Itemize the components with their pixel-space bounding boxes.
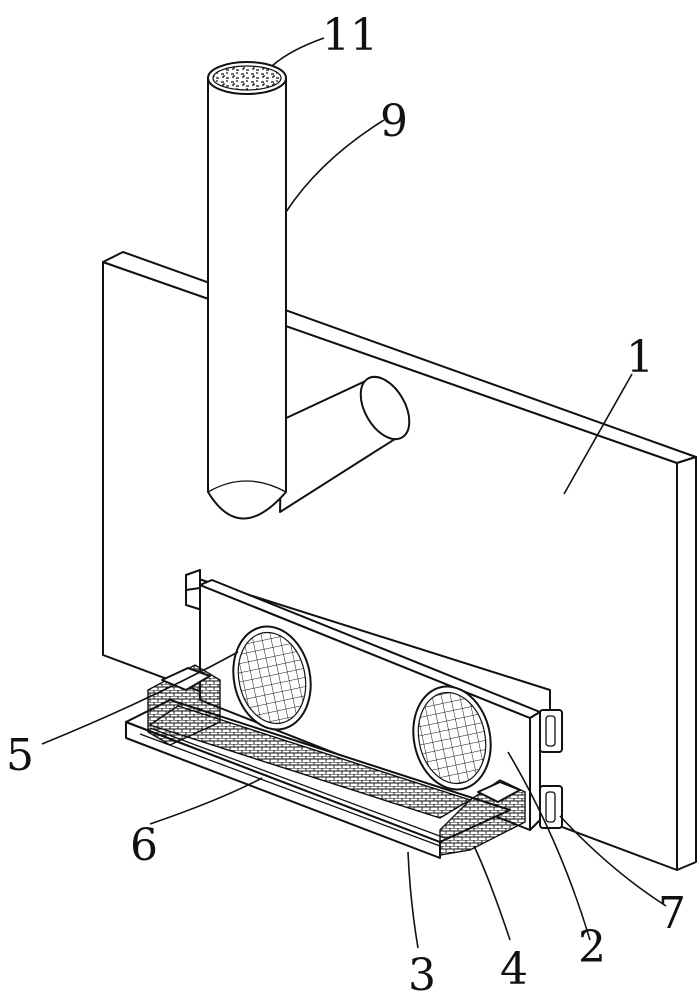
leader-lines [41,37,667,949]
collection-tray [125,699,511,859]
reference-labels: 11 9 1 5 6 3 4 2 7 [6,10,686,1000]
right-blocks [439,779,526,856]
label-3: 3 [408,950,436,1000]
label-5: 5 [6,730,34,781]
label-4: 4 [500,944,528,995]
label-1: 1 [626,332,654,383]
filter-panel [185,569,563,831]
pipe [207,61,411,520]
label-11: 11 [322,10,378,61]
label-2: 2 [578,922,606,973]
label-6: 6 [130,820,158,871]
label-7: 7 [658,888,686,939]
label-9: 9 [380,96,408,147]
